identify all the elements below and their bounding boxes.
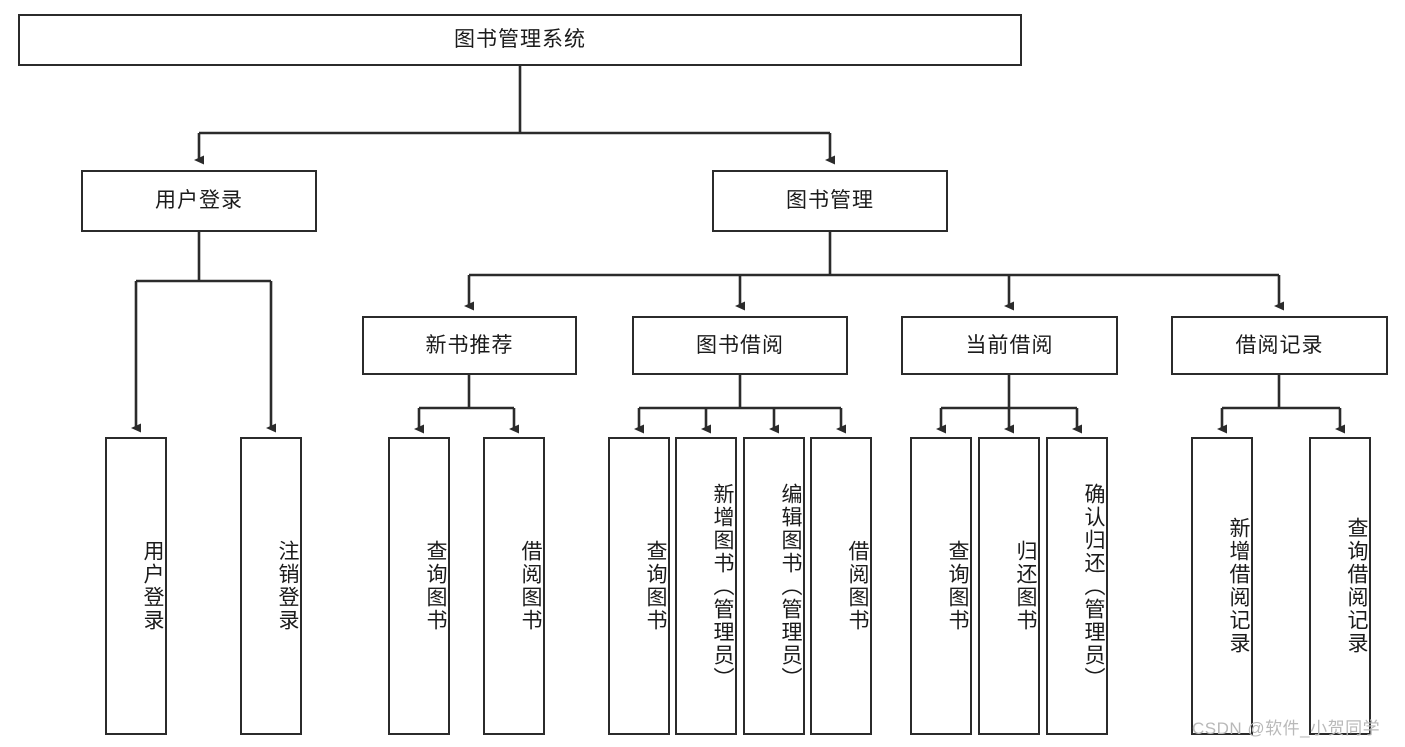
- node-label: 当前借阅: [965, 333, 1054, 357]
- leaf-return-book[interactable]: 归还图书: [978, 437, 1040, 735]
- leaf-query-book-3[interactable]: 查询图书: [910, 437, 972, 735]
- leaf-add-book-admin[interactable]: 新增图书（管理员）: [675, 437, 737, 735]
- node-book-management-system[interactable]: 图书管理系统: [18, 14, 1022, 66]
- node-label: 用户登录: [155, 189, 243, 213]
- node-label: 编辑图书（管理员）: [779, 482, 802, 690]
- watermark-text: CSDN @软件_小贺同学: [1192, 719, 1381, 738]
- node-label: 借阅图书: [519, 540, 542, 632]
- node-label: 借阅图书: [846, 540, 869, 632]
- watermark: CSDN @软件_小贺同学: [1192, 714, 1380, 739]
- node-book-borrow[interactable]: 图书借阅: [632, 316, 848, 375]
- node-label: 新书推荐: [425, 333, 514, 357]
- leaf-edit-book-admin[interactable]: 编辑图书（管理员）: [743, 437, 805, 735]
- node-current-borrow[interactable]: 当前借阅: [901, 316, 1118, 375]
- node-label: 图书管理: [786, 189, 874, 213]
- node-label: 图书借阅: [696, 333, 784, 357]
- node-borrow-record[interactable]: 借阅记录: [1171, 316, 1388, 375]
- node-label: 确认归还（管理员）: [1082, 482, 1105, 690]
- leaf-add-borrow-record[interactable]: 新增借阅记录: [1191, 437, 1253, 735]
- node-user-login[interactable]: 用户登录: [81, 170, 317, 232]
- leaf-query-borrow-record[interactable]: 查询借阅记录: [1309, 437, 1371, 735]
- node-label: 注销登录: [276, 540, 299, 632]
- leaf-user-login[interactable]: 用户登录: [105, 437, 167, 735]
- node-new-book-recommend[interactable]: 新书推荐: [362, 316, 577, 375]
- node-label: 查询图书: [424, 540, 447, 632]
- node-label: 新增借阅记录: [1227, 517, 1250, 655]
- node-label: 图书管理系统: [454, 28, 586, 52]
- node-label: 用户登录: [141, 540, 164, 632]
- leaf-logout[interactable]: 注销登录: [240, 437, 302, 735]
- node-label: 查询图书: [946, 540, 969, 632]
- leaf-query-book-2[interactable]: 查询图书: [608, 437, 670, 735]
- node-label: 新增图书（管理员）: [711, 482, 734, 690]
- node-label: 查询图书: [644, 540, 667, 632]
- leaf-confirm-return-admin[interactable]: 确认归还（管理员）: [1046, 437, 1108, 735]
- node-book-management[interactable]: 图书管理: [712, 170, 948, 232]
- node-label: 归还图书: [1014, 540, 1037, 632]
- leaf-borrow-book-2[interactable]: 借阅图书: [810, 437, 872, 735]
- leaf-query-book-1[interactable]: 查询图书: [388, 437, 450, 735]
- node-label: 查询借阅记录: [1345, 517, 1368, 655]
- leaf-borrow-book-1[interactable]: 借阅图书: [483, 437, 545, 735]
- node-label: 借阅记录: [1235, 333, 1324, 357]
